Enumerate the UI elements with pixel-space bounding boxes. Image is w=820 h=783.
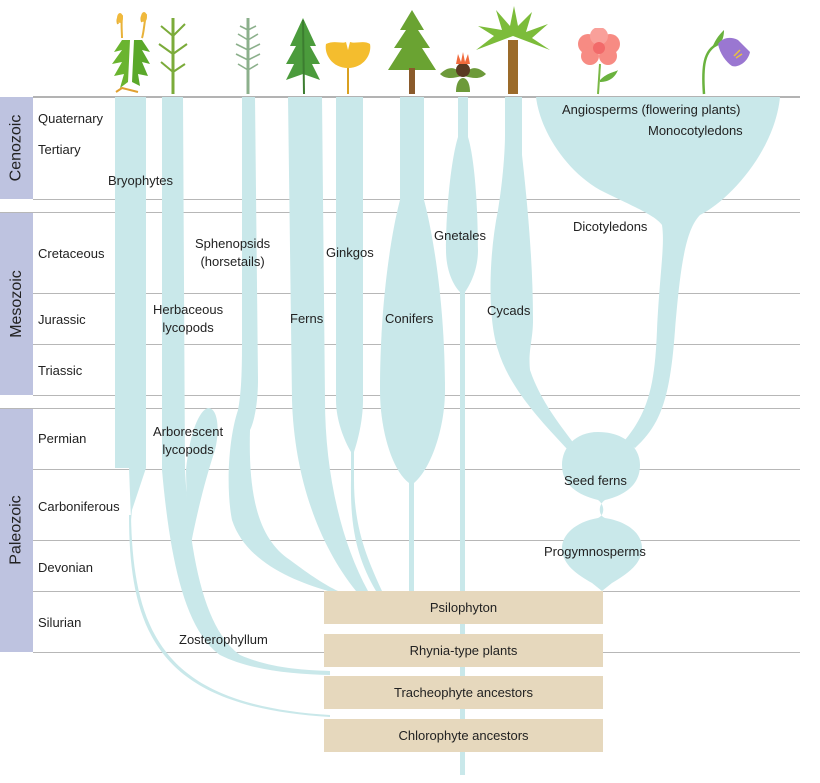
fern-icon bbox=[286, 18, 320, 95]
period-devonian: Devonian bbox=[38, 560, 93, 575]
conifer-tree-icon bbox=[388, 10, 436, 94]
label-monocotyledons: Monocotyledons bbox=[648, 123, 743, 138]
lineage-bryophytes-stem bbox=[129, 515, 330, 717]
label-angiosperms: Angiosperms (flowering plants) bbox=[562, 102, 741, 117]
lineage-seed-ferns bbox=[562, 432, 642, 591]
period-permian: Permian bbox=[38, 431, 87, 446]
era-bar-cenozoic bbox=[0, 97, 33, 199]
period-silurian: Silurian bbox=[38, 615, 82, 630]
lineage-ginkgos bbox=[336, 97, 382, 591]
gnetum-icon bbox=[440, 52, 486, 92]
label-progymnosperms: Progymnosperms bbox=[544, 544, 646, 559]
lineage-sphenopsids bbox=[228, 97, 338, 591]
label-gnetales: Gnetales bbox=[434, 228, 487, 243]
period-jurassic: Jurassic bbox=[38, 312, 86, 327]
ancestor-tracheophyte: Tracheophyte ancestors bbox=[324, 676, 603, 709]
bellflower-icon bbox=[702, 30, 750, 95]
lineage-cycads bbox=[490, 97, 575, 450]
lycopod-icon bbox=[158, 18, 188, 94]
label-zosterophyllum: Zosterophyllum bbox=[179, 632, 268, 647]
label-ferns: Ferns bbox=[290, 311, 324, 326]
lineage-gnetales bbox=[446, 97, 478, 775]
flower-icon bbox=[578, 28, 620, 95]
label-conifers: Conifers bbox=[385, 311, 434, 326]
label-arborescent-lycopods: Arborescent lycopods bbox=[153, 424, 224, 457]
lineage-angiosperms bbox=[536, 97, 780, 448]
lineage-conifers bbox=[380, 97, 445, 591]
period-cretaceous: Cretaceous bbox=[38, 246, 105, 261]
ancestor-psilophyton: Psilophyton bbox=[324, 591, 603, 624]
period-quaternary: Quaternary bbox=[38, 111, 104, 126]
ginkgo-leaf-icon bbox=[325, 42, 371, 94]
label-herbaceous-lycopods: Herbaceous lycopods bbox=[153, 302, 224, 335]
cycad-palm-icon bbox=[476, 6, 550, 94]
lineage-ferns bbox=[288, 97, 368, 591]
era-bar-mesozoic bbox=[0, 212, 33, 395]
divider bbox=[33, 540, 800, 541]
label-bryophytes: Bryophytes bbox=[108, 173, 174, 188]
period-triassic: Triassic bbox=[38, 363, 83, 378]
period-carboniferous: Carboniferous bbox=[38, 499, 120, 514]
lineage-herbaceous-lycopods bbox=[162, 97, 330, 675]
label-cycads: Cycads bbox=[487, 303, 531, 318]
label-ginkgos: Ginkgos bbox=[326, 245, 374, 260]
lineage-arborescent-lycopods bbox=[186, 408, 218, 560]
era-bar-paleozoic bbox=[0, 408, 33, 652]
period-tertiary: Tertiary bbox=[38, 142, 81, 157]
label-dicotyledons: Dicotyledons bbox=[573, 219, 648, 234]
ancestor-rhynia-type-plants: Rhynia-type plants bbox=[324, 634, 603, 667]
moss-icon bbox=[112, 12, 150, 93]
lineage-bryophytes bbox=[115, 97, 146, 520]
label-seed-ferns: Seed ferns bbox=[564, 473, 627, 488]
horsetail-icon bbox=[235, 18, 261, 94]
ancestor-chlorophyte: Chlorophyte ancestors bbox=[324, 719, 603, 752]
label-sphenopsids: Sphenopsids (horsetails) bbox=[195, 236, 271, 269]
